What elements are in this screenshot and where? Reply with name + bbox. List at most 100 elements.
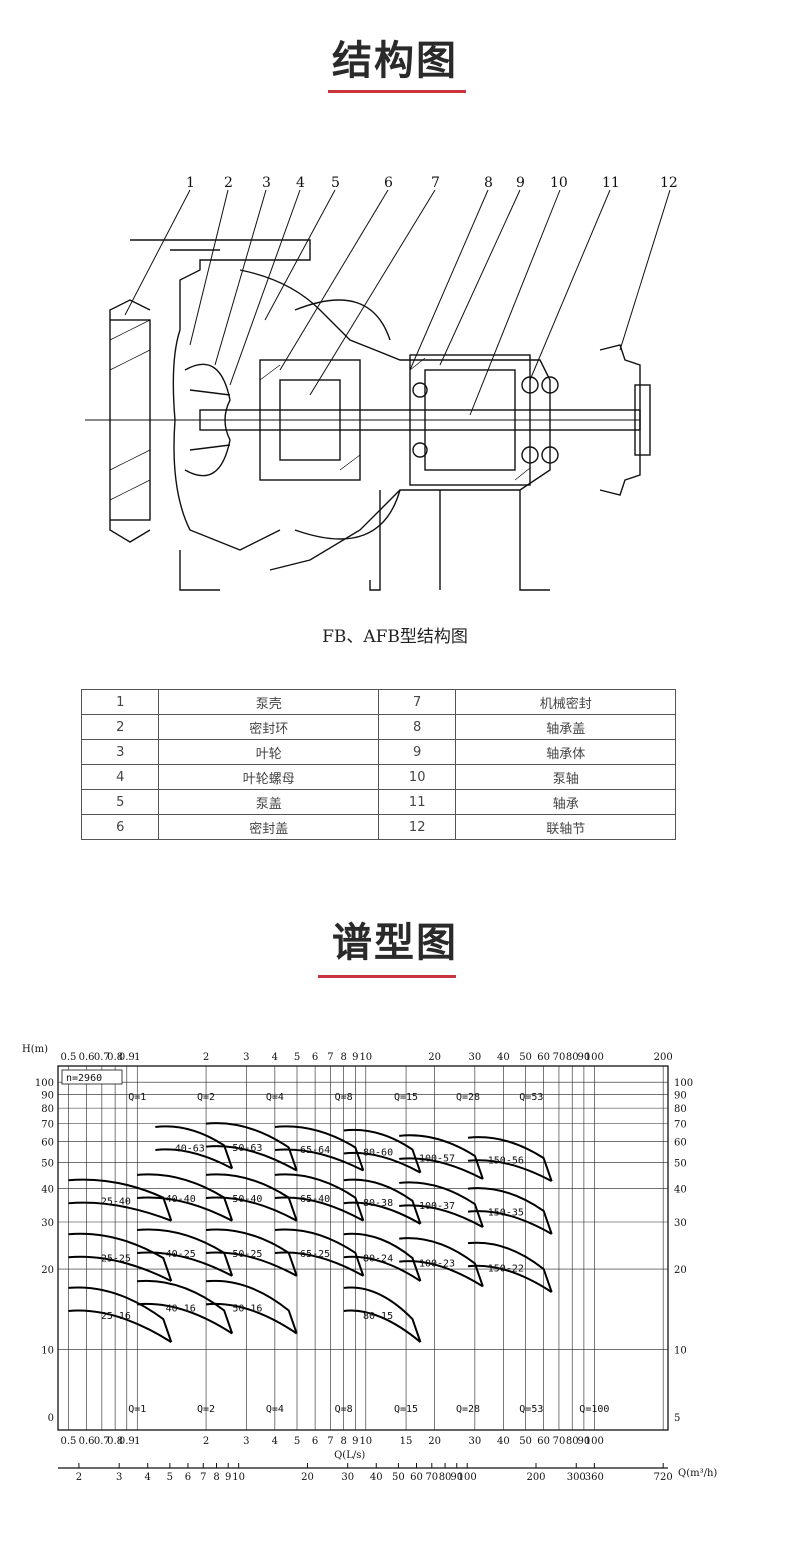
model-label: 80-24: [363, 1254, 393, 1265]
model-curve: [68, 1232, 173, 1282]
model-label: 150-35: [488, 1207, 524, 1218]
table-cell: 泵轴: [455, 764, 676, 790]
x2-tick-label: 80: [439, 1472, 452, 1483]
x2-tick-label: 7: [200, 1472, 206, 1483]
table-cell: 密封环: [158, 714, 379, 740]
x-tick-label-bottom: 20: [428, 1436, 441, 1447]
x-tick-label-top: 70: [553, 1052, 566, 1063]
model-label: 80-15: [363, 1311, 393, 1322]
y-axis-title: H(m): [22, 1044, 48, 1055]
x-tick-label-bottom: 0.5: [61, 1436, 77, 1447]
model-label: 25-16: [101, 1311, 131, 1322]
x-tick-label-top: 9: [352, 1052, 358, 1063]
x2-tick-label: 90: [450, 1472, 463, 1483]
model-curve: [343, 1232, 422, 1282]
callout-6: 6: [384, 175, 393, 191]
model-curve: [467, 1136, 553, 1183]
x-tick-label-top: 40: [497, 1052, 510, 1063]
y-tick-label-right: 50: [674, 1159, 687, 1170]
callout-9: 9: [516, 175, 525, 191]
table-cell: 泵壳: [158, 689, 379, 715]
flow-marker-bottom: Q=28: [456, 1404, 480, 1415]
speed-box: [61, 1069, 123, 1085]
x-tick-label-bottom: 0.9: [119, 1436, 135, 1447]
table-cell: 12: [377, 814, 457, 840]
x-tick-label-top: 7: [327, 1052, 333, 1063]
x-tick-label-bottom: 40: [497, 1436, 510, 1447]
model-label: 50-25: [232, 1249, 262, 1260]
flow-marker-top: Q=4: [266, 1092, 284, 1103]
table-cell: 泵盖: [158, 789, 379, 815]
x2-tick-label: 100: [458, 1472, 477, 1483]
x-tick-label-top: 10: [359, 1052, 372, 1063]
y-tick-label-right: 100: [674, 1078, 693, 1089]
y-tick-label-left: 60: [41, 1138, 54, 1149]
x2-tick-label: 2: [76, 1472, 82, 1483]
y-tick-label-left: 20: [41, 1265, 54, 1276]
structure-title: 结构图: [332, 38, 458, 84]
x-tick-label-bottom: 70: [553, 1436, 566, 1447]
table-cell: 轴承体: [455, 739, 676, 765]
flow-marker-top: Q=53: [519, 1092, 543, 1103]
flow-marker-bottom: Q=53: [519, 1404, 543, 1415]
x-tick-label-top: 2: [203, 1052, 209, 1063]
y-tick-label-right: 20: [674, 1265, 687, 1276]
y-tick-label-left: 0: [48, 1413, 54, 1424]
table-cell: 5: [80, 789, 160, 815]
callout-3: 3: [262, 175, 271, 191]
table-cell: 7: [377, 689, 457, 715]
callout-5: 5: [331, 175, 340, 191]
x-tick-label-top: 20: [428, 1052, 441, 1063]
table-cell: 4: [80, 764, 160, 790]
x-tick-label-bottom: 15: [400, 1436, 413, 1447]
x-axis-title: Q(L/s): [334, 1450, 365, 1461]
x-tick-label-top: 0.7: [94, 1052, 110, 1063]
model-curve: [399, 1181, 484, 1229]
table-cell: 10: [377, 764, 457, 790]
model-label: 150-22: [488, 1264, 524, 1275]
x-tick-label-top: 8: [340, 1052, 346, 1063]
model-curve: [343, 1178, 422, 1225]
x-tick-label-top: 0.8: [107, 1052, 123, 1063]
y-tick-label-left: 80: [41, 1104, 54, 1115]
flow-marker-bottom: Q=8: [335, 1404, 353, 1415]
x-tick-label-top: 1: [134, 1052, 140, 1063]
x-tick-label-bottom: 100: [585, 1436, 604, 1447]
title-underline: [328, 90, 466, 93]
flow-marker-top: Q=15: [394, 1092, 418, 1103]
x-tick-label-top: 0.6: [79, 1052, 95, 1063]
y-tick-label-right: 30: [674, 1218, 687, 1229]
x2-tick-label: 300: [567, 1472, 586, 1483]
y-tick-label-left: 100: [35, 1078, 54, 1089]
callout-10: 10: [550, 175, 568, 191]
callout-11: 11: [602, 175, 620, 191]
x-tick-label-bottom: 6: [312, 1436, 318, 1447]
table-cell: 机械密封: [455, 689, 676, 715]
y-tick-label-left: 40: [41, 1185, 54, 1196]
flow-marker-bottom: Q=1: [128, 1404, 146, 1415]
x2-tick-label: 3: [116, 1472, 122, 1483]
x-tick-label-bottom: 7: [327, 1436, 333, 1447]
y-tick-label-left: 50: [41, 1159, 54, 1170]
title-underline: [318, 975, 456, 978]
x2-axis-title: Q(m³/h): [678, 1468, 717, 1479]
speed-label: n=2960: [66, 1073, 102, 1084]
y-tick-label-right: 70: [674, 1120, 687, 1131]
model-label: 40-40: [166, 1194, 196, 1205]
x2-tick-label: 30: [341, 1472, 354, 1483]
model-label: 50-40: [232, 1194, 262, 1205]
x-tick-label-bottom: 4: [272, 1436, 278, 1447]
model-curve: [274, 1173, 365, 1222]
x-tick-label-bottom: 90: [578, 1436, 591, 1447]
x-tick-label-bottom: 60: [537, 1436, 550, 1447]
model-label: 65-25: [300, 1249, 330, 1260]
model-label: 25-40: [101, 1196, 131, 1207]
y-tick-label-right: 80: [674, 1104, 687, 1115]
x-tick-label-bottom: 3: [243, 1436, 249, 1447]
callout-7: 7: [431, 175, 440, 191]
model-curve: [274, 1125, 365, 1172]
table-cell: 6: [80, 814, 160, 840]
